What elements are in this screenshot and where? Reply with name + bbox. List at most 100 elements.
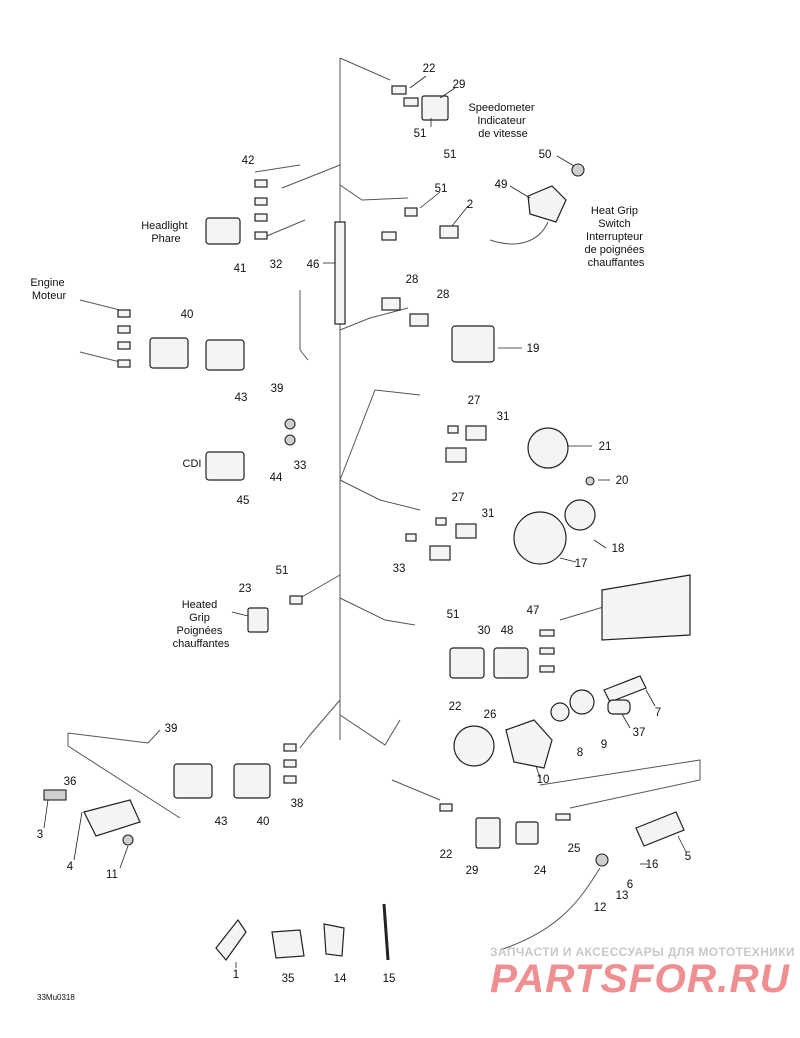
connector-31b	[445, 447, 467, 463]
tube-46	[334, 221, 346, 325]
plug-34	[284, 418, 296, 430]
callout-18: 18	[612, 543, 625, 555]
regulator-block	[601, 574, 691, 641]
terminal-42	[254, 179, 268, 188]
cdi-connector-45	[205, 451, 245, 481]
watermark-tagline: ЗАПЧАСТИ И АКСЕССУАРЫ ДЛЯ МОТОТЕХНИКИ	[490, 945, 795, 959]
callout-51: 51	[414, 128, 427, 140]
connector-40b	[233, 763, 271, 799]
callout-51: 51	[444, 149, 457, 161]
label-heated-grip: Heated Grip Poignées chauffantes	[173, 599, 230, 650]
callout-29: 29	[453, 79, 466, 91]
terminal-38	[283, 743, 297, 752]
connector-31	[465, 425, 487, 441]
watermark-logo: PARTSFOR.RU	[490, 957, 790, 1001]
callout-43: 43	[215, 816, 228, 828]
terminal-22b	[403, 97, 419, 107]
callout-41: 41	[234, 263, 247, 275]
clip-14	[323, 923, 345, 957]
callout-29: 29	[466, 865, 479, 877]
component-21	[527, 427, 569, 469]
housing-28b	[409, 313, 429, 327]
callout-50: 50	[539, 149, 552, 161]
terminal-51b	[381, 231, 397, 241]
terminal-38c	[283, 775, 297, 784]
terminal-47b	[539, 647, 555, 655]
callout-43: 43	[235, 392, 248, 404]
housing-23	[247, 607, 269, 633]
callout-22: 22	[449, 701, 462, 713]
callout-31: 31	[482, 508, 495, 520]
callout-28: 28	[437, 289, 450, 301]
callout-51: 51	[276, 565, 289, 577]
figure-code: 33Mu0318	[37, 993, 75, 1002]
nut-50	[571, 163, 585, 177]
connector-29-top	[421, 95, 449, 121]
callout-39: 39	[271, 383, 284, 395]
heat-grip-switch-49	[527, 185, 567, 223]
terminal-32	[254, 213, 268, 222]
callout-24: 24	[534, 865, 547, 877]
callout-37: 37	[633, 727, 646, 739]
callout-7: 7	[655, 707, 661, 719]
callout-36: 36	[64, 776, 77, 788]
callout-17: 17	[575, 558, 588, 570]
callout-49: 49	[495, 179, 508, 191]
terminal-33	[405, 533, 417, 542]
callout-26: 26	[484, 709, 497, 721]
callout-40: 40	[257, 816, 270, 828]
callout-31: 31	[497, 411, 510, 423]
cable-12	[499, 867, 601, 951]
component-37	[607, 699, 631, 715]
connector-30	[449, 647, 485, 679]
plug-34b	[284, 434, 296, 446]
callout-3: 3	[37, 829, 43, 841]
lever-7	[603, 675, 647, 703]
terminal-51c	[289, 595, 303, 605]
component-9	[569, 689, 595, 715]
terminal-25	[555, 813, 571, 821]
tie-15	[382, 903, 390, 961]
bolt-3	[43, 789, 67, 801]
callout-40: 40	[181, 309, 194, 321]
connector-43b	[173, 763, 213, 799]
housing-24	[515, 821, 539, 845]
nut-11	[122, 834, 134, 846]
callout-11: 11	[106, 869, 118, 881]
callout-46: 46	[307, 259, 320, 271]
housing-2	[439, 225, 459, 239]
component-26	[453, 725, 495, 767]
watermark: ЗАПЧАСТИ И АКСЕССУАРЫ ДЛЯ МОТОТЕХНИКИ PA…	[490, 945, 795, 1001]
callout-45: 45	[237, 495, 250, 507]
clip-35	[271, 929, 305, 959]
box-4	[83, 799, 141, 837]
callout-20: 20	[616, 475, 629, 487]
component-17	[513, 511, 567, 565]
callout-39: 39	[165, 723, 178, 735]
callout-1: 1	[233, 969, 239, 981]
tape-1	[215, 918, 247, 961]
callout-30: 30	[478, 625, 491, 637]
terminal-42b	[254, 197, 268, 206]
callout-9: 9	[601, 739, 607, 751]
component-19	[451, 325, 495, 363]
callout-25: 25	[568, 843, 581, 855]
callout-4: 4	[67, 861, 74, 873]
terminal-22c	[439, 803, 453, 812]
callout-15: 15	[383, 973, 396, 985]
terminal-47c	[539, 665, 555, 673]
callout-38: 38	[291, 798, 304, 810]
callout-23: 23	[239, 583, 252, 595]
label-speedometer: Speedometer Indicateur de vitesse	[468, 102, 537, 140]
connector-43	[205, 339, 245, 371]
callout-6: 6	[627, 879, 633, 891]
callout-42: 42	[242, 155, 255, 167]
connector-31c	[455, 523, 477, 539]
callout-22: 22	[440, 849, 453, 861]
engine-terminal-b	[117, 325, 131, 334]
callout-13: 13	[616, 890, 629, 902]
callout-51: 51	[435, 183, 448, 195]
terminal-32b	[254, 231, 268, 240]
